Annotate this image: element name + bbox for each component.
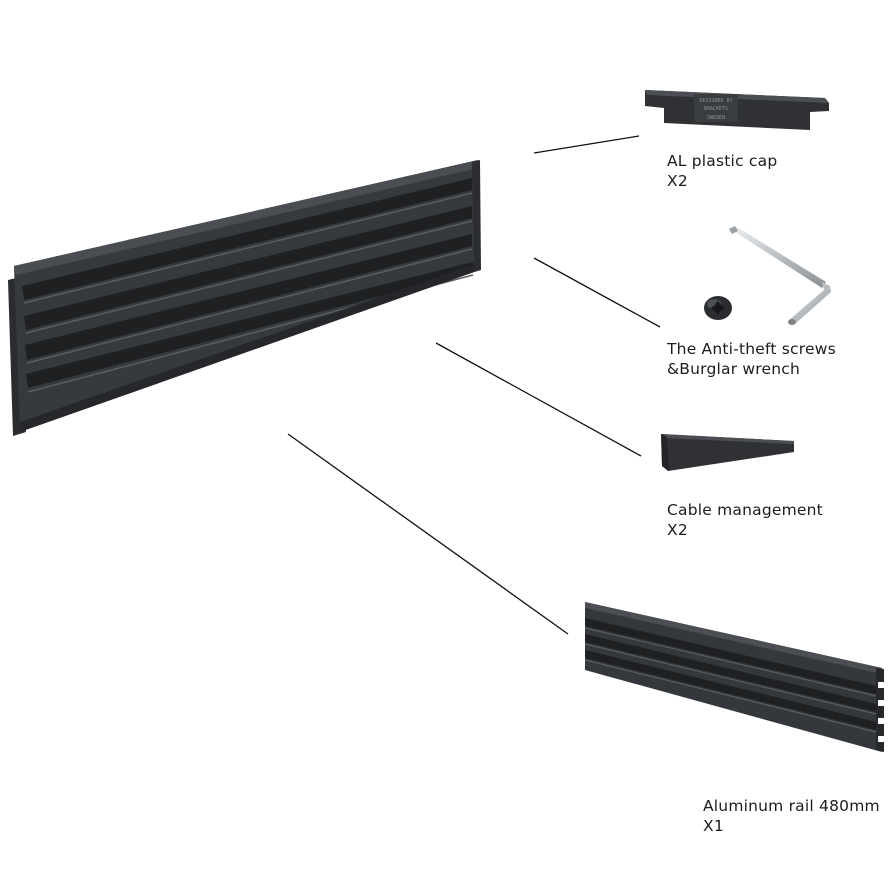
label-cable-management-quantity: X2: [667, 521, 688, 539]
screw-and-wrench-illustration: [704, 226, 831, 325]
main-rail-assembly: [8, 160, 481, 436]
main-rail-groove: [22, 178, 472, 300]
label-anti-theft-screws: The Anti-theft screws &Burglar wrench: [667, 339, 836, 379]
leader-line-rail: [287, 433, 569, 635]
main-rail-groove: [26, 262, 473, 388]
cable-management-illustration: [661, 434, 794, 471]
aluminum-rail-groove: [585, 634, 876, 712]
cable-management-end: [661, 434, 669, 471]
main-rail-right-end: [472, 160, 481, 272]
plastic-cap-engraving: DESIGNED BY: [699, 98, 732, 104]
plastic-cap-engraving: BRACKETS: [704, 106, 728, 112]
label-anti-theft-screws-subtitle: &Burglar wrench: [667, 360, 801, 378]
plastic-cap-engraving-panel: [694, 94, 738, 122]
leader-line-screws: [533, 257, 661, 328]
aluminum-rail-end-notch: [878, 682, 884, 688]
leader-line-cap: [533, 135, 640, 154]
cable-management-body: [661, 434, 794, 471]
label-cable-management-title: Cable management: [667, 501, 823, 519]
aluminum-rail-groove: [585, 618, 876, 694]
plastic-cap-engraving: SWEDEN: [707, 115, 725, 121]
label-plastic-cap-title: AL plastic cap: [667, 152, 778, 170]
wrench-tip: [729, 226, 738, 234]
main-rail-highlight: [26, 248, 473, 364]
wrench-short-arm: [789, 282, 831, 324]
cable-management-top-face: [661, 434, 794, 444]
aluminum-rail-end-profile: [876, 668, 884, 752]
aluminum-rail-highlight: [584, 659, 877, 733]
aluminum-rail-end-notch: [878, 718, 884, 724]
main-rail-top-face: [14, 160, 478, 275]
aluminum-rail-end-notch: [878, 736, 884, 742]
main-rail-highlight: [23, 192, 473, 304]
label-aluminum-rail-title: Aluminum rail 480mm: [703, 797, 880, 815]
main-rail-bottom-face: [20, 262, 480, 432]
label-aluminum-rail-quantity: X1: [703, 817, 724, 835]
main-rail-groove: [25, 234, 472, 360]
main-rail-groove: [24, 206, 472, 330]
plastic-cap-illustration: DESIGNED BY BRACKETS SWEDEN: [645, 90, 829, 130]
leader-line-cable: [435, 342, 642, 457]
label-plastic-cap: AL plastic cap X2: [667, 151, 777, 191]
label-cable-management: Cable management X2: [667, 500, 823, 540]
label-anti-theft-screws-title: The Anti-theft screws: [667, 340, 836, 358]
wrench-long-arm: [732, 227, 826, 288]
screw-drive-icon: [711, 301, 725, 315]
aluminum-rail-groove: [585, 650, 876, 730]
wrench-end: [788, 319, 796, 325]
leader-lines: [287, 135, 661, 635]
main-rail-highlight: [25, 220, 473, 334]
aluminum-rail-end-notch: [878, 700, 884, 706]
aluminum-rail-highlight: [584, 643, 877, 715]
aluminum-rail-illustration: [584, 602, 884, 752]
aluminum-rail-top-face: [585, 602, 882, 674]
label-aluminum-rail: Aluminum rail 480mm X1: [703, 796, 880, 836]
aluminum-rail-highlight: [584, 627, 877, 697]
label-plastic-cap-quantity: X2: [667, 172, 688, 190]
